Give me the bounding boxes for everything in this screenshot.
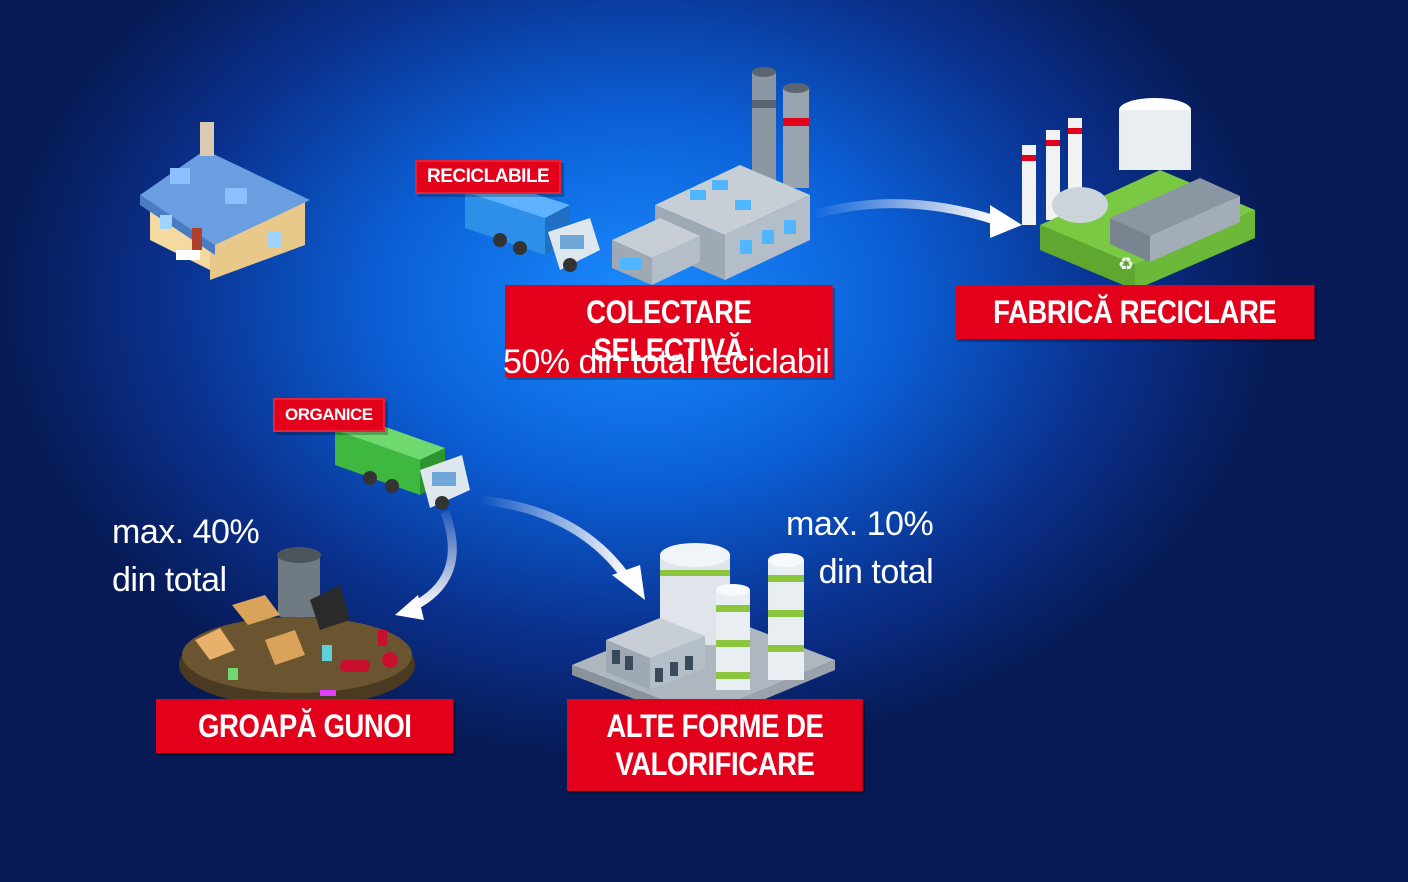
label-landfill-text: GROAPĂ GUNOI [198, 708, 412, 744]
label-recycling-factory: FABRICĂ RECICLARE [955, 285, 1315, 339]
arrow-to-landfill [408, 510, 457, 613]
arrow-to-factory [810, 199, 997, 225]
label-selective-collection: COLECTARE SELECTIVĂ [505, 285, 833, 377]
house-icon [140, 122, 310, 280]
tag-organic: ORGANICE [273, 398, 385, 432]
note-other-share: max. 10% din total [786, 500, 934, 596]
label-other-line1: ALTE FORME DE [606, 708, 824, 744]
note-other-line2: din total [818, 553, 934, 591]
svg-text:♻: ♻ [1118, 254, 1134, 275]
note-landfill-line1: max. 40% [112, 513, 260, 551]
label-landfill: GROAPĂ GUNOI [156, 699, 454, 753]
note-other-line1: max. 10% [786, 505, 934, 543]
note-selective-share: 50% din total reciclabil [503, 343, 830, 381]
label-other-valorization: ALTE FORME DE VALORIFICARE [567, 699, 863, 791]
recycling-factory-icon: ♻ [1022, 98, 1255, 290]
sorting-plant-icon [612, 67, 810, 285]
note-landfill-share: max. 40% din total [112, 508, 260, 604]
note-landfill-line2: din total [112, 561, 227, 599]
arrow-to-other [479, 495, 632, 583]
label-other-line2: VALORIFICARE [615, 746, 815, 782]
energy-plant-icon [572, 543, 835, 725]
landfill-icon [179, 547, 415, 707]
tag-recyclables: RECICLABILE [415, 160, 562, 194]
